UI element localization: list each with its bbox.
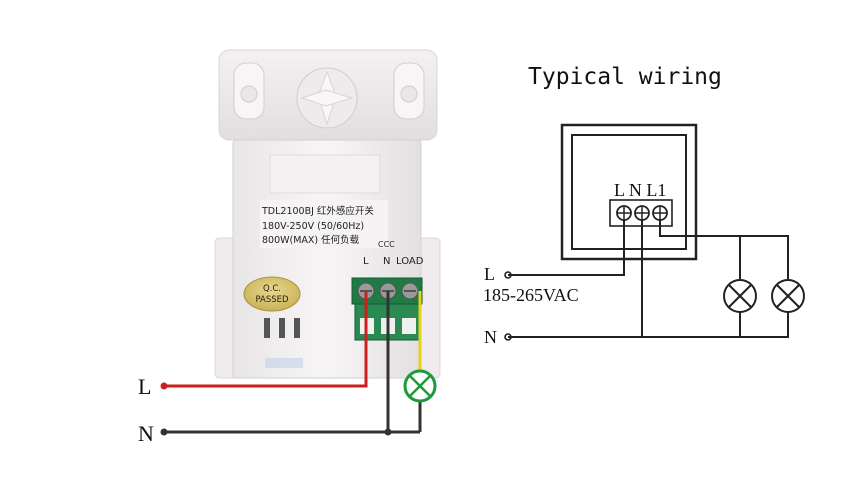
left-line-label: L <box>138 374 151 399</box>
terminal-label-n: N <box>383 256 390 267</box>
wiring-schematic: Typical wiring L N L1 <box>483 64 805 347</box>
terminal-label-l: L <box>363 256 369 267</box>
diagram-title: Typical wiring <box>528 64 722 90</box>
switch-box-outer <box>560 123 698 261</box>
label-max-load: 800W(MAX) 任何负载 <box>262 234 360 246</box>
schematic-load-wire <box>659 220 789 280</box>
line-wire-end <box>160 382 168 390</box>
brand-mark <box>265 358 303 368</box>
label-model: TDL2100BJ 红外感应开关 <box>261 205 374 217</box>
terminal-label-load: LOAD <box>396 256 424 267</box>
schematic-neutral-wire <box>508 312 789 338</box>
terminal-labels: L N L1 <box>614 180 666 200</box>
lamp-symbol-2 <box>771 279 805 313</box>
sensor-switch-device: TDL2100BJ 红外感应开关 180V-250V (50/60Hz) 800… <box>214 49 441 379</box>
lamp-symbol-left <box>403 369 437 403</box>
schematic-line-label: L <box>484 264 495 284</box>
lamp-symbol-1 <box>723 279 757 313</box>
terminal-circles <box>616 205 668 221</box>
left-wiring: L N <box>138 291 437 446</box>
schematic-line-wire <box>508 220 625 276</box>
line-wire <box>164 291 368 388</box>
neutral-wire-end <box>160 428 168 436</box>
vent-slots <box>264 318 300 338</box>
left-neutral-label: N <box>138 421 154 446</box>
label-ccc-mark: CCC <box>378 240 395 249</box>
schematic-neutral-label: N <box>484 327 497 347</box>
label-voltage: 180V-250V (50/60Hz) <box>262 221 364 232</box>
switch-box-inner <box>571 134 687 250</box>
sensor-lens <box>296 67 358 129</box>
qc-top-text: Q.C. <box>263 284 281 294</box>
device-label: TDL2100BJ 红外感应开关 180V-250V (50/60Hz) 800… <box>260 200 395 249</box>
qc-bottom-text: PASSED <box>255 295 289 305</box>
schematic-voltage-label: 185-265VAC <box>483 285 579 305</box>
qc-passed-sticker: Q.C. PASSED <box>243 276 301 312</box>
